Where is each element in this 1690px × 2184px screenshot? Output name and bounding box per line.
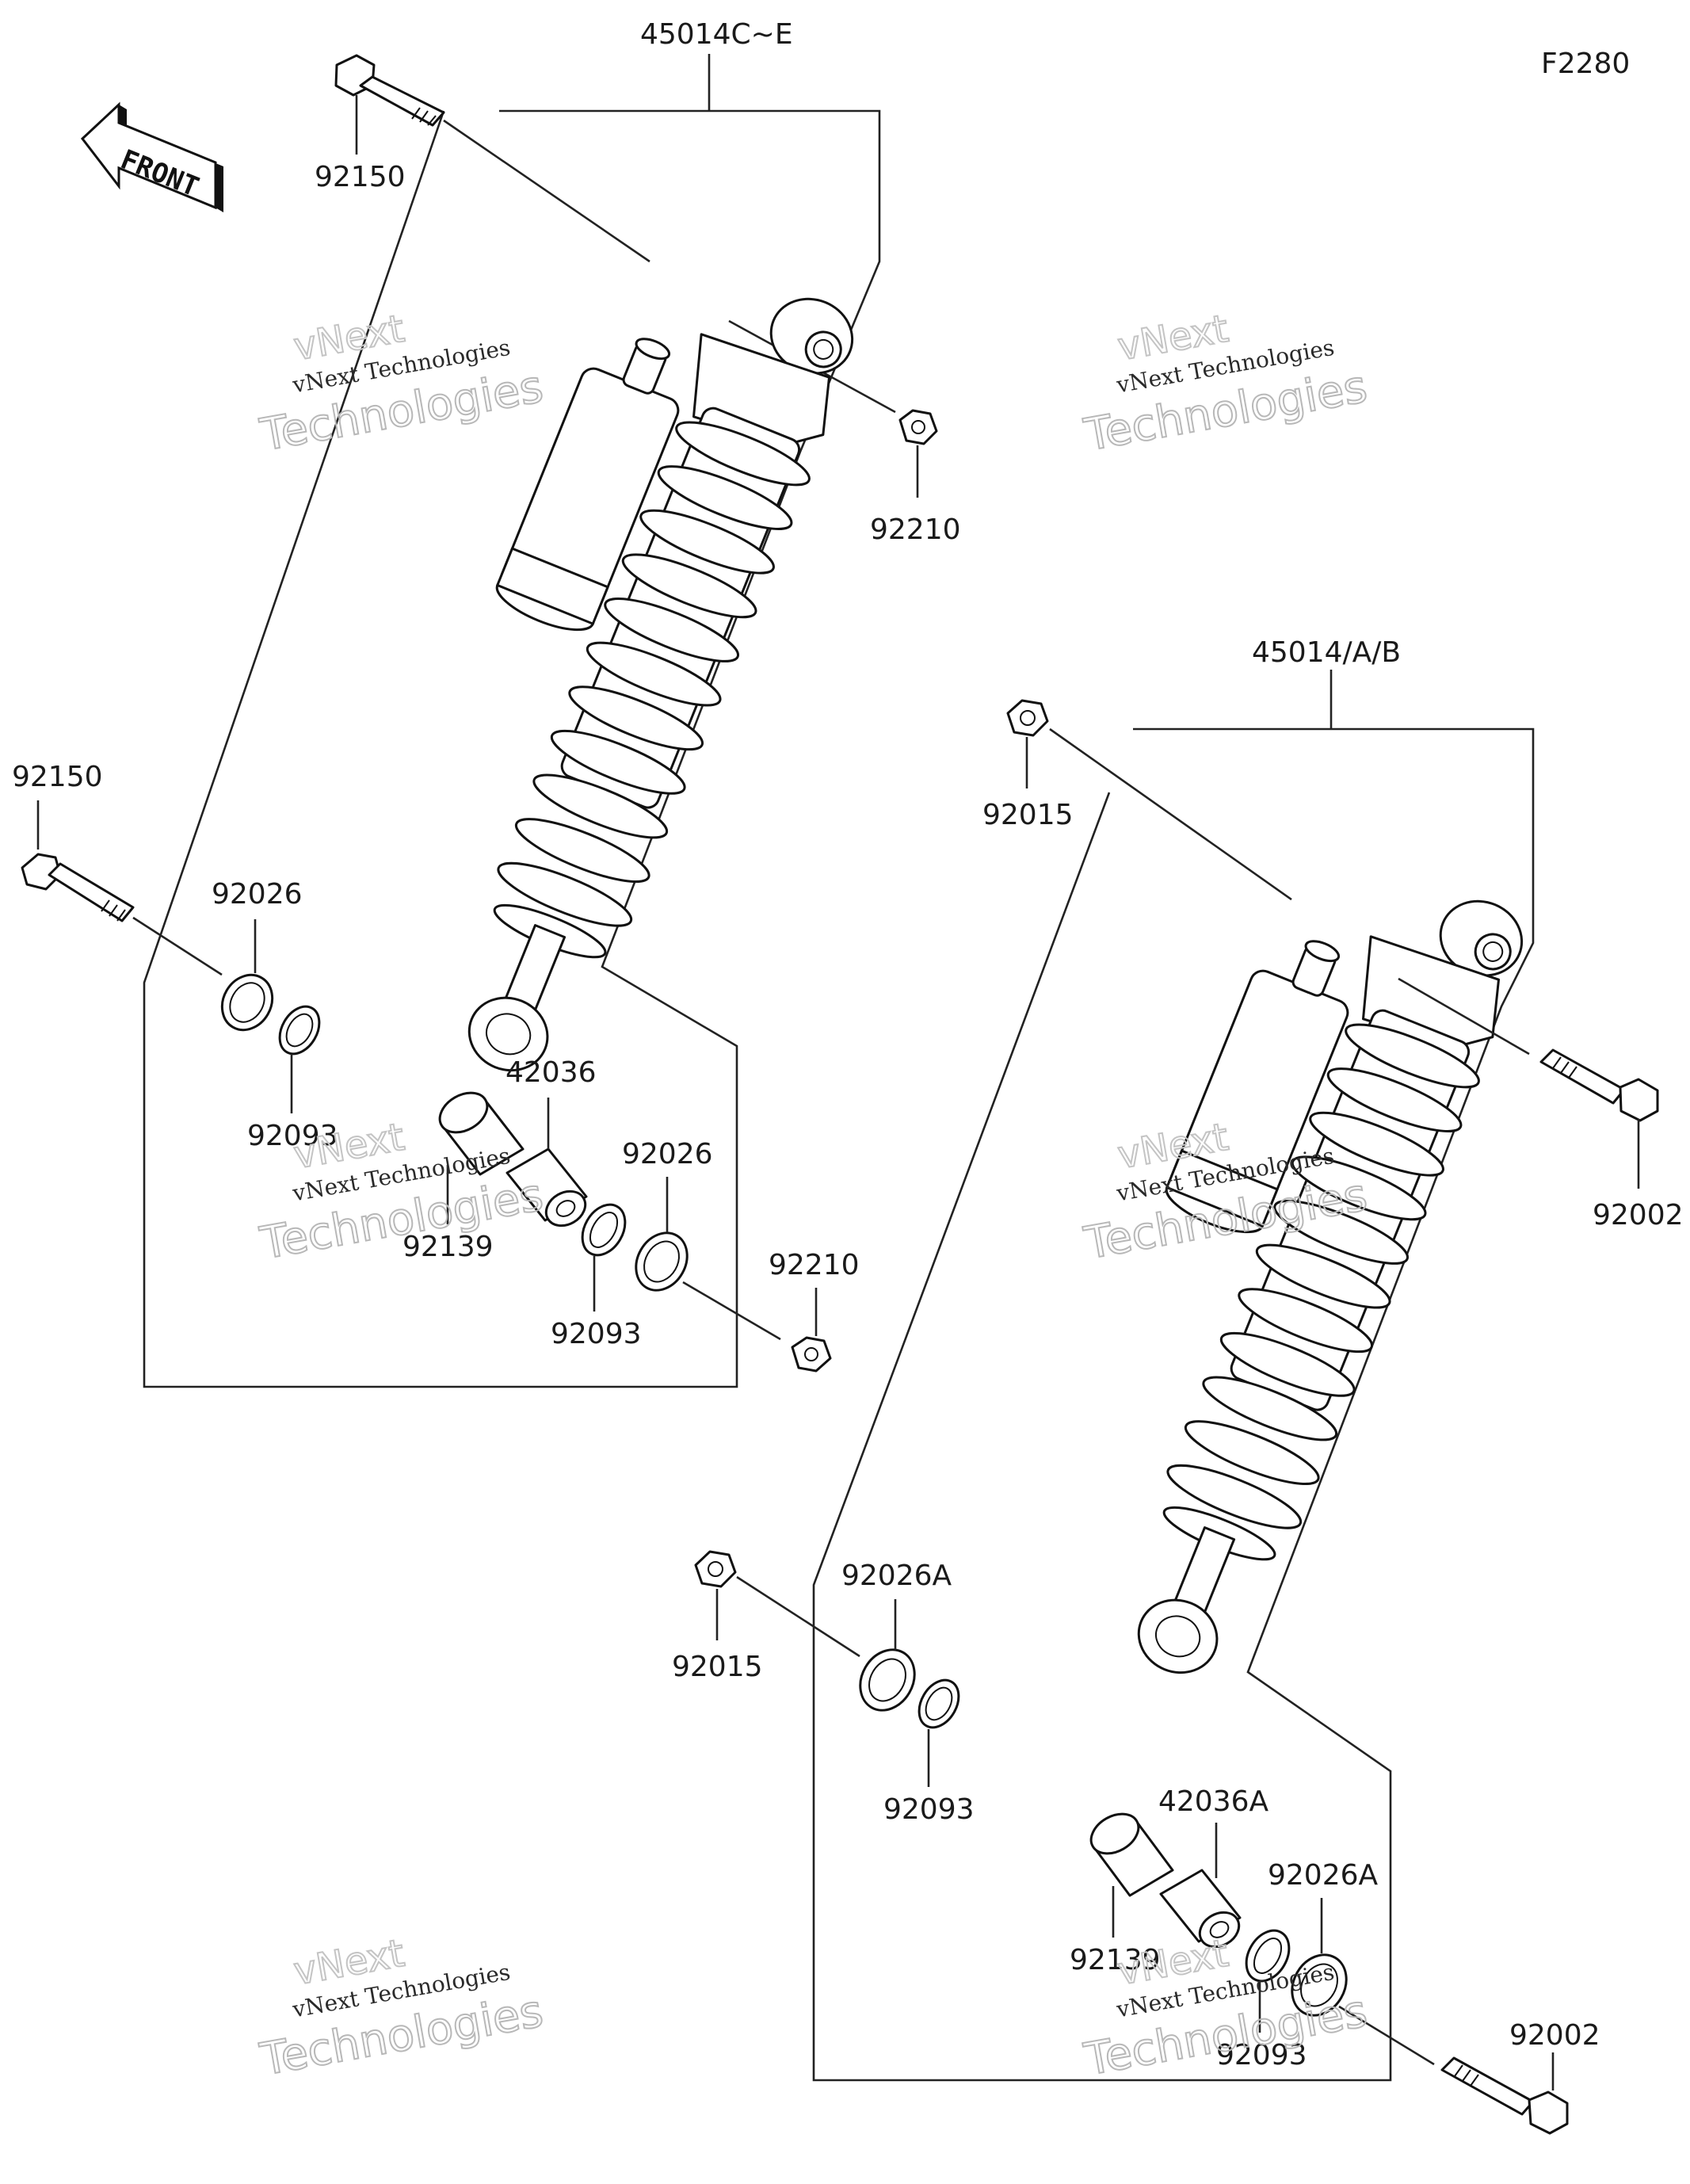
lower-seal-92093-left	[917, 1678, 960, 1729]
callout-92002-lower-top: 92002	[1593, 1199, 1684, 1231]
callout-92150-upper-bottom: 92150	[12, 761, 103, 793]
callout-92139-lower: 92139	[1070, 1944, 1161, 1976]
lower-assembly-number: 45014/A/B	[1252, 636, 1401, 669]
callout-92093-upper-left: 92093	[247, 1120, 338, 1152]
callout-92093-lower-left: 92093	[883, 1793, 975, 1826]
callout-92210-upper-bottom: 92210	[769, 1249, 860, 1281]
callout-92026a-lower-right: 92026A	[1268, 1859, 1379, 1892]
watermark-top-left: vNext vNext Technologies Technologies	[256, 306, 548, 462]
lower-shock-assembly: 45014/A/B 92015	[672, 636, 1684, 2135]
upper-top-nut	[898, 409, 938, 445]
callout-92150-upper-top: 92150	[315, 161, 406, 193]
upper-bottom-bolt	[21, 853, 135, 922]
callout-92026-upper-left: 92026	[212, 878, 303, 911]
front-arrow-icon: FRONT	[80, 101, 223, 212]
callout-42036-upper: 42036	[505, 1056, 597, 1089]
watermark-bottom-left: vNext vNext Technologies Technologies	[256, 1930, 548, 2087]
upper-seal-92093-right	[581, 1203, 627, 1257]
upper-bottom-nut	[791, 1336, 832, 1373]
callout-92093-lower-right: 92093	[1216, 2039, 1307, 2071]
upper-shock-assembly: 45014C~E 92150 92210	[12, 18, 961, 1388]
lower-assembly-frame	[812, 727, 1535, 2082]
diagram-code: F2280	[1541, 48, 1630, 80]
upper-shock-spring	[493, 407, 811, 959]
lower-washer-92026a-left	[859, 1648, 916, 1712]
watermark-mid-left: vNext vNext Technologies Technologies	[256, 1114, 548, 1270]
upper-top-bolt	[334, 54, 445, 127]
lower-shock-spring	[1162, 1009, 1480, 1561]
callout-92093-upper-right: 92093	[551, 1318, 642, 1350]
callout-92015-lower-left: 92015	[672, 1651, 763, 1683]
upper-collar-42036	[505, 1147, 588, 1228]
lower-top-nut	[1006, 699, 1049, 737]
lower-washer-92026a-right	[1291, 1953, 1348, 2017]
callout-92015-lower-top: 92015	[982, 799, 1074, 831]
callout-92026-upper-right: 92026	[622, 1138, 713, 1170]
upper-assembly-frame	[143, 109, 881, 1388]
lower-seal-92093-right	[1245, 1929, 1291, 1983]
callout-92139-upper: 92139	[402, 1231, 494, 1263]
lower-left-nut	[694, 1550, 737, 1588]
upper-bushing-92139	[438, 1091, 525, 1176]
callout-92002-lower-bottom: 92002	[1509, 2019, 1600, 2052]
lower-top-bolt	[1539, 1048, 1659, 1122]
upper-washer-92026-right	[635, 1231, 689, 1292]
lower-shock-absorber	[1137, 899, 1524, 1674]
upper-seal-92093-left	[278, 1005, 321, 1056]
upper-washer-92026-left	[220, 973, 274, 1032]
callout-92210-upper-top: 92210	[870, 514, 961, 546]
lower-bushing-92139	[1089, 1812, 1174, 1897]
watermark-top-right: vNext vNext Technologies Technologies	[1080, 306, 1372, 462]
upper-shock-absorber	[467, 297, 854, 1072]
callout-92026a-lower-left: 92026A	[841, 1560, 952, 1592]
lower-bottom-bolt	[1440, 2056, 1569, 2135]
callout-42036a-lower: 42036A	[1158, 1785, 1269, 1818]
upper-assembly-number: 45014C~E	[640, 18, 793, 51]
lower-collar-42036a	[1159, 1869, 1242, 1949]
